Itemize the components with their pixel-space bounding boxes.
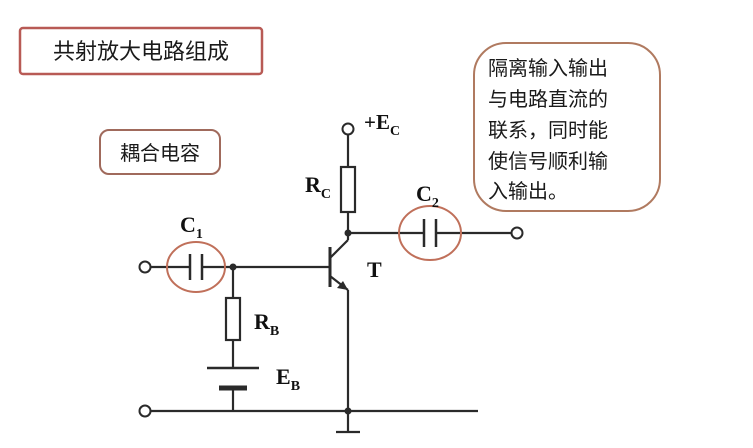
page-title: 共射放大电路组成 [53,40,229,65]
c2-highlight-circle [398,205,462,261]
note-line-5: 入输出。 [488,179,568,203]
title-frame [18,26,264,76]
battery-eb [207,366,259,391]
note-box: 隔离输入输出 与电路直流的 联系，同时能 使信号顺利输 入输出。 [473,42,661,212]
note-line-2: 与电路直流的 [488,87,608,111]
input-ground-terminal [138,404,152,418]
input-terminal [138,260,152,274]
label-rb: RB [254,309,279,339]
label-transistor: T [367,257,382,282]
label-rc: RC [305,172,331,202]
collector-junction-dot [344,229,352,237]
label-vcc: +EC [364,110,400,139]
transistor-t [328,239,349,291]
note-line-1: 隔离输入输出 [488,56,608,80]
capacitor-c1 [166,241,226,293]
note-frame [473,42,661,212]
base-junction-dot [229,263,237,271]
ground-junction-dot [344,407,352,415]
coupling-capacitor-box: 耦合电容 [99,129,221,175]
emitter-arrow-icon [337,281,348,290]
coupling-label-frame [99,129,221,175]
note-line-3: 联系，同时能 [488,118,608,142]
title-box: 共射放大电路组成 [18,26,264,76]
coupling-label: 耦合电容 [120,141,200,165]
resistor-rc [339,165,357,214]
circuit-wires [150,135,512,434]
output-terminal [510,226,524,240]
transistor-collector-leg [329,239,349,259]
label-eb: EB [276,364,300,394]
note-line-4: 使信号顺利输 [488,149,608,173]
terminals [138,122,524,418]
label-c1: C1 [180,212,203,242]
resistor-rb [224,296,242,342]
capacitor-c2 [398,205,462,261]
c1-highlight-circle [166,241,226,293]
label-c2: C2 [416,181,439,211]
vcc-terminal [341,122,355,136]
